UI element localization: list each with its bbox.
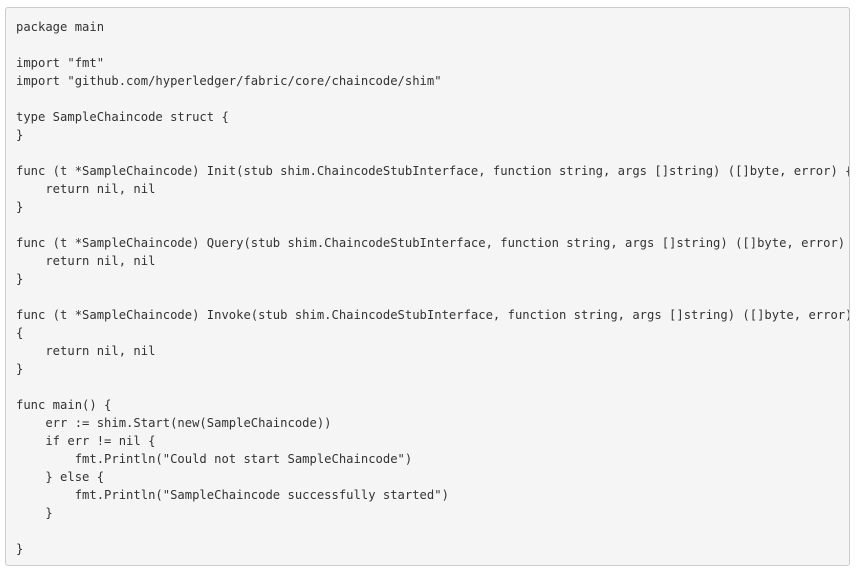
code-line: return nil, nil <box>16 182 156 196</box>
code-line <box>16 36 849 54</box>
code-line: } <box>16 362 24 376</box>
code-line: return nil, nil <box>16 254 156 268</box>
code-line: func main() { <box>16 398 112 412</box>
code-line: return nil, nil <box>16 344 156 358</box>
code-line: import "github.com/hyperledger/fabric/co… <box>16 74 442 88</box>
code-line: type SampleChaincode struct { <box>16 110 229 124</box>
code-line <box>16 378 849 396</box>
code-line: err := shim.Start(new(SampleChaincode)) <box>16 416 332 430</box>
code-line: import "fmt" <box>16 56 105 70</box>
code-line: } <box>16 542 24 556</box>
code-line: fmt.Println("Could not start SampleChain… <box>16 452 413 466</box>
code-line: package main <box>16 20 105 34</box>
code-line: func (t *SampleChaincode) Invoke(stub sh… <box>16 308 850 322</box>
code-line <box>16 216 849 234</box>
code-line <box>16 90 849 108</box>
code-line: func (t *SampleChaincode) Init(stub shim… <box>16 164 850 178</box>
code-line: if err != nil { <box>16 434 156 448</box>
code-line: } <box>16 200 24 214</box>
code-line: } <box>16 506 53 520</box>
code-line <box>16 144 849 162</box>
code-line: } <box>16 272 24 286</box>
code-line: { <box>16 326 24 340</box>
code-line: fmt.Println("SampleChaincode successfull… <box>16 488 449 502</box>
code-line: } else { <box>16 470 105 484</box>
code-line: func (t *SampleChaincode) Query(stub shi… <box>16 236 850 250</box>
code-block: package main import "fmt" import "github… <box>5 7 850 566</box>
code-line: } <box>16 128 24 142</box>
code-line <box>16 288 849 306</box>
code-line <box>16 522 849 540</box>
